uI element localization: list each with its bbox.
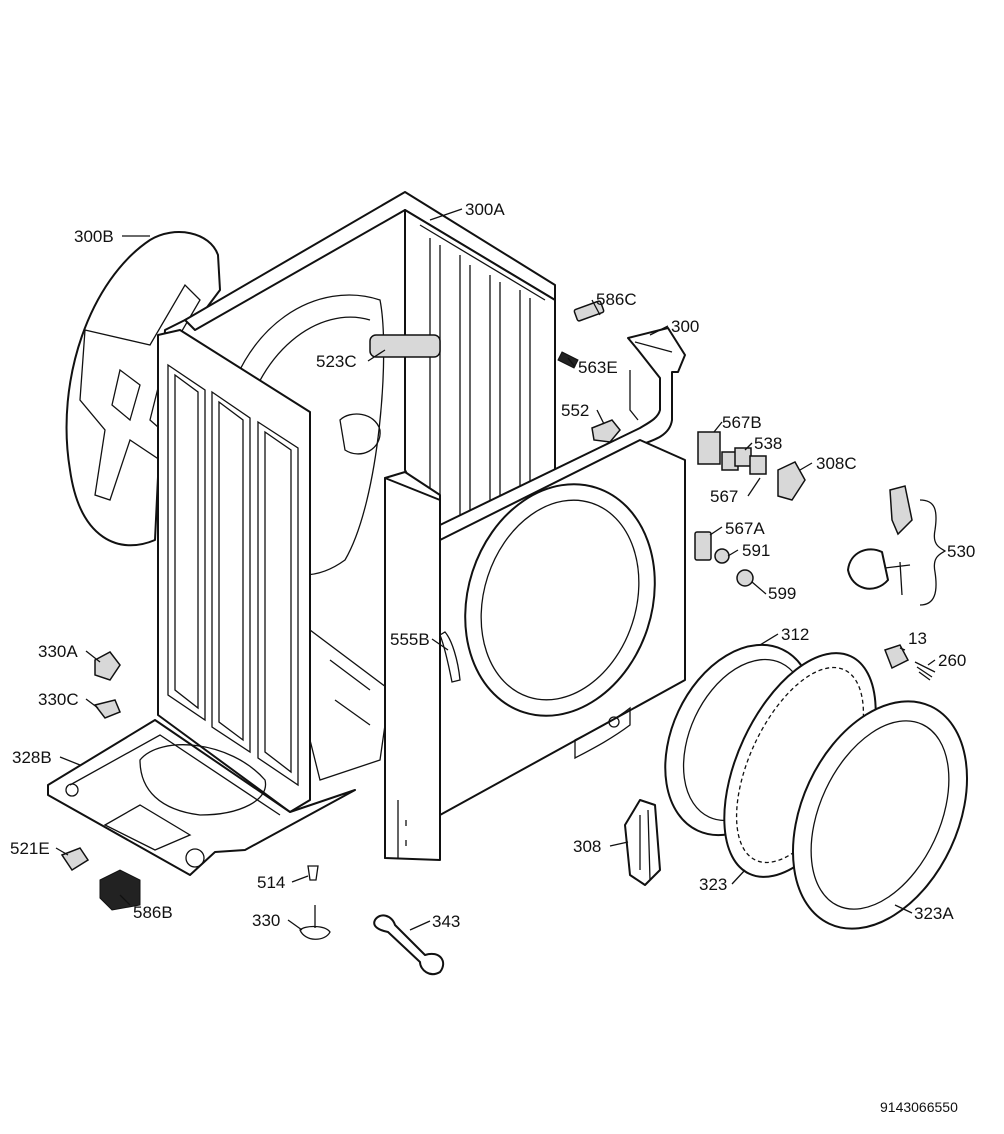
- drawing-number: 9143066550: [880, 1099, 958, 1115]
- small-parts-right: [557, 300, 936, 681]
- label-13: 13: [908, 629, 927, 648]
- label-523C: 523C: [316, 352, 357, 371]
- part-labels: 300B 300A 586C 300 523C 563E 552 567B 53…: [10, 200, 975, 931]
- label-330A: 330A: [38, 642, 78, 661]
- label-521E: 521E: [10, 839, 50, 858]
- label-343: 343: [432, 912, 460, 931]
- label-323A: 323A: [914, 904, 954, 923]
- rear-panel-300B: [65, 231, 221, 547]
- label-555B: 555B: [390, 630, 430, 649]
- label-323: 323: [699, 875, 727, 894]
- label-591: 591: [742, 541, 770, 560]
- label-300: 300: [671, 317, 699, 336]
- door-assembly: [664, 643, 969, 930]
- label-563E: 563E: [578, 358, 618, 377]
- label-567: 567: [710, 487, 738, 506]
- base-328B: [47, 719, 356, 876]
- label-599: 599: [768, 584, 796, 603]
- left-side-panel: [157, 329, 311, 813]
- hinge-308: [624, 799, 661, 886]
- label-300B: 300B: [74, 227, 114, 246]
- label-586B: 586B: [133, 903, 173, 922]
- label-538: 538: [754, 434, 782, 453]
- label-552: 552: [561, 401, 589, 420]
- label-514: 514: [257, 873, 285, 892]
- label-567A: 567A: [725, 519, 765, 538]
- label-330C: 330C: [38, 690, 79, 709]
- label-260: 260: [938, 651, 966, 670]
- label-308: 308: [573, 837, 601, 856]
- leader-lines: [55, 208, 947, 931]
- label-530: 530: [947, 542, 975, 561]
- label-330: 330: [252, 911, 280, 930]
- label-300A: 300A: [465, 200, 505, 219]
- label-567B: 567B: [722, 413, 762, 432]
- label-586C: 586C: [596, 290, 637, 309]
- label-328B: 328B: [12, 748, 52, 767]
- front-panel: [384, 439, 686, 861]
- label-312: 312: [781, 625, 809, 644]
- label-308C: 308C: [816, 454, 857, 473]
- small-parts-bottom: [60, 651, 445, 976]
